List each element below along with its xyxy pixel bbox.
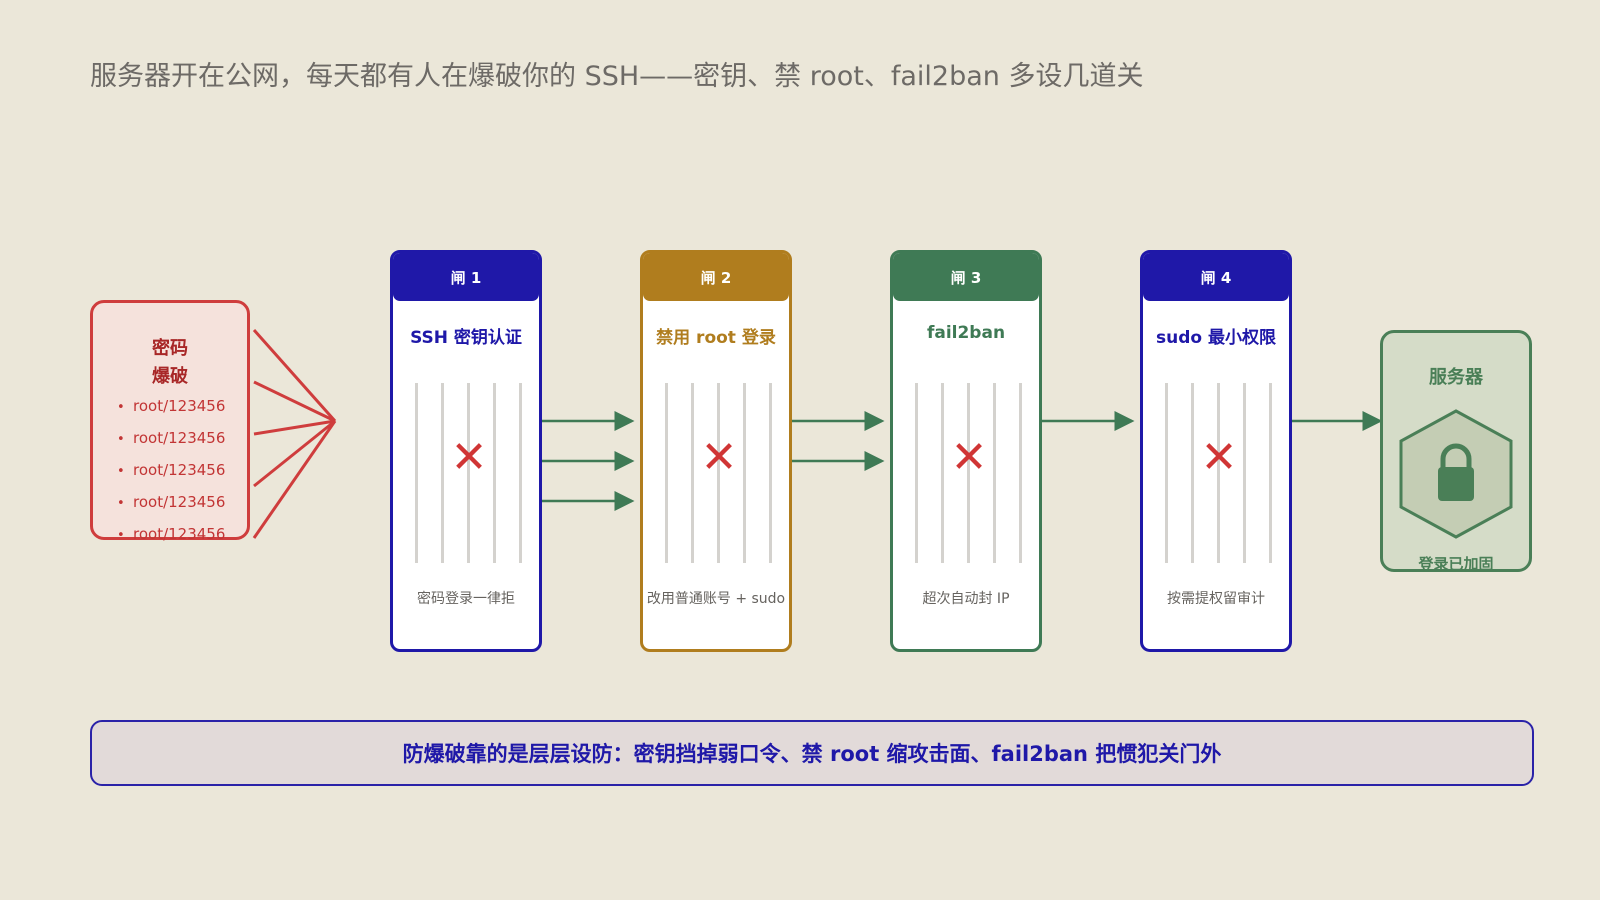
server-box: 服务器 登录已加固 — [1380, 330, 1532, 572]
blocked-x-icon: ✕ — [450, 432, 488, 483]
credential-item: •root/123456 — [117, 461, 226, 479]
gate-bar — [1191, 383, 1194, 563]
credential-item: •root/123456 — [117, 429, 226, 447]
gate-description: 超次自动封 IP — [922, 591, 1010, 607]
attacker-title: 密码 爆破 — [152, 338, 188, 387]
summary-banner: 防爆破靠的是层层设防：密钥挡掉弱口令、禁 root 缩攻击面、fail2ban … — [90, 720, 1534, 786]
gate-label: 闸 2 — [643, 253, 789, 301]
gate-bar — [941, 383, 944, 563]
gate-bar — [993, 383, 996, 563]
gate-bar — [1165, 383, 1168, 563]
attack-line — [253, 419, 336, 436]
blocked-x-icon: ✕ — [950, 432, 988, 483]
gate-name: 禁用 root 登录 — [656, 328, 776, 348]
blocked-x-icon: ✕ — [1200, 432, 1238, 483]
blocked-x-icon: ✕ — [700, 432, 738, 483]
gate-bar — [1269, 383, 1272, 563]
gate-bar — [915, 383, 918, 563]
gate-bar — [493, 383, 496, 563]
gate-bar — [717, 383, 720, 563]
gate-bars — [665, 383, 772, 563]
gate-name: sudo 最小权限 — [1156, 328, 1276, 348]
gate-description: 密码登录一律拒 — [417, 591, 515, 607]
gate-bars — [415, 383, 522, 563]
gate-fail2ban: 闸 3 fail2ban ✕ 超次自动封 IP — [890, 250, 1042, 652]
gate-label: 闸 3 — [893, 253, 1039, 301]
gate-label: 闸 4 — [1143, 253, 1289, 301]
credential-list: •root/123456 •root/123456 •root/123456 •… — [117, 391, 225, 551]
password-bruteforce-box: 密码 爆破 •root/123456 •root/123456 •root/12… — [90, 300, 250, 543]
attack-lines — [252, 329, 337, 539]
gate-bar — [415, 383, 418, 563]
gate-description: 改用普通账号 + sudo — [646, 591, 786, 607]
gate-bar — [467, 383, 470, 563]
gate-bar — [691, 383, 694, 563]
page-title: 服务器开在公网，每天都有人在爆破你的 SSH——密钥、禁 root、fail2b… — [90, 61, 1144, 92]
gate-description: 按需提权留审计 — [1167, 591, 1265, 607]
gate-label: 闸 1 — [393, 253, 539, 301]
gate-name: SSH 密钥认证 — [410, 328, 522, 348]
credential-item: •root/123456 — [117, 493, 226, 511]
gate-bar — [1019, 383, 1022, 563]
gate-ssh-key: 闸 1 SSH 密钥认证 ✕ 密码登录一律拒 — [390, 250, 542, 652]
gate-bar — [967, 383, 970, 563]
gate-disable-root: 闸 2 禁用 root 登录 ✕ 改用普通账号 + sudo — [640, 250, 792, 652]
gate-bar — [1217, 383, 1220, 563]
gate-bar — [769, 383, 772, 563]
attack-line — [252, 420, 337, 539]
credential-item: •root/123456 — [117, 397, 226, 415]
server-subtitle: 登录已加固 — [1418, 555, 1494, 572]
gate-bars — [1165, 383, 1272, 563]
gate-bar — [1243, 383, 1246, 563]
gate-bar — [441, 383, 444, 563]
attack-line — [253, 419, 336, 488]
gate-bars — [915, 383, 1022, 563]
attack-line — [252, 329, 337, 422]
server-title: 服务器 — [1429, 367, 1483, 388]
pass-arrows — [542, 411, 1383, 511]
gate-bar — [519, 383, 522, 563]
gate-bar — [665, 383, 668, 563]
attack-line — [253, 380, 336, 423]
gate-name: fail2ban — [926, 323, 1006, 343]
credential-item: •root/123456 — [117, 525, 226, 543]
shield-lock-icon — [1399, 409, 1513, 539]
gate-sudo-least-privilege: 闸 4 sudo 最小权限 ✕ 按需提权留审计 — [1140, 250, 1292, 652]
gate-bar — [743, 383, 746, 563]
